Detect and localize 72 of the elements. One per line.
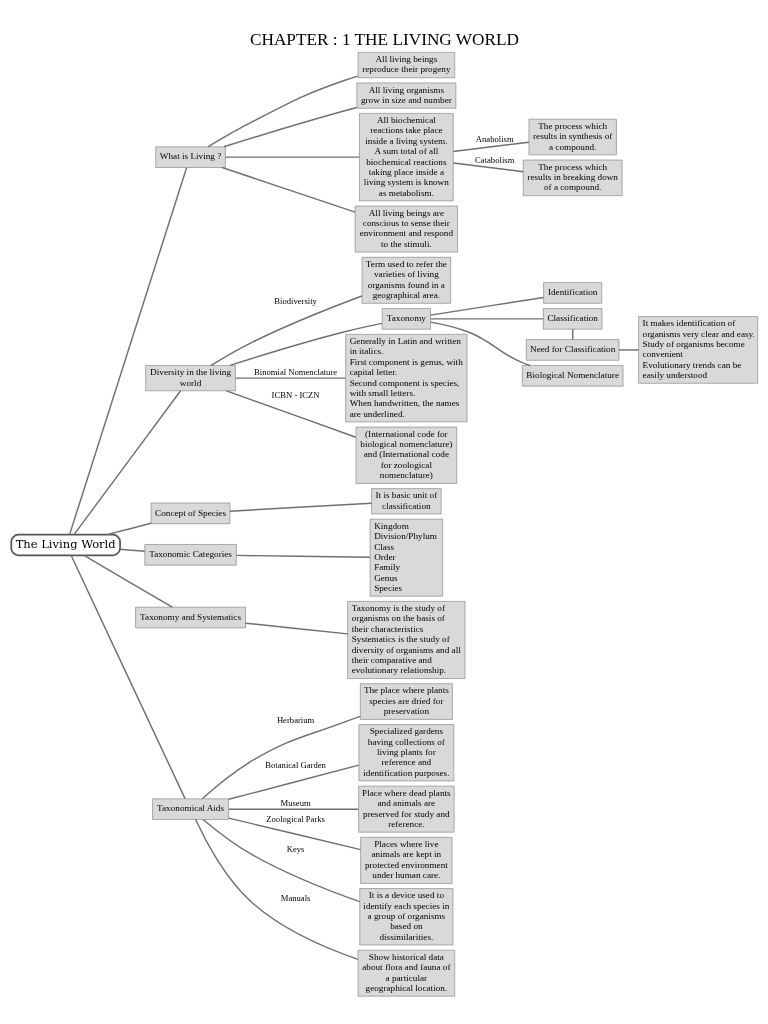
connector	[429, 320, 531, 366]
node-box: All living organisms grow in size and number	[356, 82, 456, 109]
node-box: Show historical data about flora and fauna of a particular geographical location.	[357, 949, 455, 996]
node-box: The place where plants species are dried for preservation	[359, 682, 453, 720]
connector	[68, 166, 187, 535]
node-box: Classification	[542, 307, 602, 329]
node-box: Taxonomy	[381, 307, 431, 329]
diagram-title: CHAPTER : 1 THE LIVING WORLD	[249, 29, 519, 49]
connector	[225, 389, 357, 438]
connector	[228, 502, 372, 512]
edge-label: ICBN - ICZN	[271, 389, 320, 400]
node-box: All living beings are conscious to sense their environment and respond to the stimuli.	[354, 205, 458, 252]
connector	[202, 818, 360, 902]
connector	[220, 166, 356, 213]
edge-label: Binomial Nomenclature	[253, 366, 337, 377]
node-box: Diversity in the living world	[144, 364, 236, 391]
node-box: Generally in Latin and written in italics. First component is genus, with capital letter. Second component is species, with small letters. When handwritten, the names are underlined.	[344, 333, 467, 422]
node-box: Taxonomy and Systematics	[134, 606, 246, 628]
connector	[234, 376, 346, 379]
edge-label: Museum	[279, 797, 311, 808]
connector	[201, 715, 361, 799]
connector	[207, 74, 359, 147]
edge-label: Botanical Garden	[264, 759, 326, 770]
edge-label: Keys	[286, 843, 304, 854]
node-box: Taxonomy is the study of organisms on the basis of their characteristics Systematics is the study of diversity of organisms and all their comparative and evolutionary relationship.	[346, 600, 465, 679]
connector	[227, 807, 359, 810]
connector	[617, 348, 639, 351]
connector	[452, 141, 530, 152]
node-box: All living beings reproduce their progeny	[357, 51, 455, 78]
connector	[244, 622, 348, 635]
connector	[228, 322, 383, 366]
connector	[82, 554, 173, 608]
connector	[209, 294, 363, 366]
connector	[429, 296, 544, 316]
edge-label: Biodiversity	[273, 295, 317, 306]
node-box: Kingdom Division/Phylum Class Order Family Genus Species	[369, 518, 443, 596]
node-box: Term used to refer the varieties of living organisms found in a geographical area.	[361, 256, 451, 304]
connector	[69, 554, 186, 799]
node-box: Specialized gardens having collections of living plants for reference and identification purposes.	[358, 723, 454, 781]
edge-label: Catabolism	[474, 154, 514, 165]
connector	[194, 818, 359, 960]
connector	[105, 522, 152, 535]
node-box: Taxonomical Aids	[151, 798, 229, 820]
edge-label: Anabolism	[475, 133, 514, 144]
connector	[429, 317, 544, 320]
node-box: Need for Classification	[525, 338, 619, 361]
edge-label: Zoological Parks	[265, 813, 325, 824]
connector	[235, 554, 371, 558]
connector	[224, 155, 360, 158]
edge-label: Herbarium	[276, 714, 314, 725]
connector	[227, 816, 361, 850]
connector	[118, 548, 145, 552]
connector	[452, 161, 524, 172]
node-box: Places where live animals are kept in protected environment under human care.	[359, 836, 452, 884]
connector	[72, 389, 181, 535]
node-box: The process which results in breaking down of a compound.	[522, 159, 622, 196]
node-box: Taxonomic Categories	[144, 543, 237, 565]
edge-label: Manuals	[280, 892, 310, 903]
node-box: Place where dead plants and animals are preserved for study and reference.	[357, 785, 454, 832]
connector	[227, 763, 360, 800]
node-box: It is a device used to identify each species in a group of organisms based on dissimilarities.	[358, 887, 453, 945]
node-box: Identification	[542, 281, 602, 304]
node-box: (International code for biological nomenclature) and (International code for zoological nomenclature)	[355, 426, 457, 484]
node-box: It makes identification of organisms very clear and easy. Study of organisms become convenient Evolutionary trends can be easily understood	[637, 315, 758, 384]
node-box: The process which results in synthesis of a compound.	[528, 118, 617, 155]
connector	[222, 106, 358, 147]
node-box: Concept of Species	[150, 502, 230, 524]
node-box: What is Living ?	[154, 146, 226, 168]
node-box: All biochemical reactions take place inside a living system. A sum total of all biochemical reactions taking place inside a living system is known as metabolism.	[358, 112, 454, 201]
node-box: The Living World	[9, 533, 121, 556]
node-box: It is basic unit of classification	[370, 487, 441, 514]
node-box: Biological Nomenclature	[521, 364, 623, 386]
